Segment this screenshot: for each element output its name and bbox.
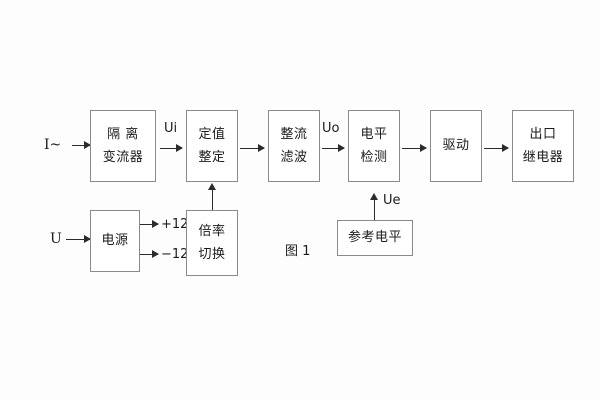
uo-signal-label: Uo xyxy=(322,121,340,136)
block-setting-line1: 定值 xyxy=(198,126,226,142)
voltage-input-line xyxy=(66,239,90,240)
block-ratio-switch-line1: 倍率 xyxy=(198,223,226,239)
block-drive-line1: 驱动 xyxy=(442,138,470,154)
ui-signal-label: Ui xyxy=(164,121,178,136)
uo-arrowhead xyxy=(338,144,345,152)
block-level-detect[interactable]: 电平 检测 xyxy=(348,110,400,182)
block-output-relay[interactable]: 出口 继电器 xyxy=(512,110,574,182)
reference-level-arrowhead xyxy=(370,193,378,200)
block-drive[interactable]: 驱动 xyxy=(430,110,482,182)
block-reference-level[interactable]: 参考电平 xyxy=(337,220,413,256)
block-power-supply-line1: 电源 xyxy=(101,233,129,249)
block-output-relay-line2: 继电器 xyxy=(522,149,564,165)
block-isolation-ct-line2: 变流器 xyxy=(102,149,144,165)
block-rectify-filter-line1: 整流 xyxy=(280,126,308,142)
block-rectify-filter-line2: 滤波 xyxy=(280,149,308,165)
block-rectify-filter[interactable]: 整流 滤波 xyxy=(268,110,320,182)
block-ratio-switch-line2: 切换 xyxy=(198,246,226,262)
ratio-switch-to-setting-arrowhead xyxy=(208,183,216,190)
block-ratio-switch[interactable]: 倍率 切换 xyxy=(186,210,238,276)
ue-signal-label: Ue xyxy=(383,193,401,208)
voltage-input-label: U xyxy=(50,231,62,247)
level-to-drive-arrowhead xyxy=(420,144,427,152)
block-reference-level-line1: 参考电平 xyxy=(347,230,402,246)
block-output-relay-line1: 出口 xyxy=(529,126,557,142)
reference-level-line xyxy=(374,199,375,220)
uo-line xyxy=(322,148,344,149)
rail-positive-line xyxy=(140,224,158,225)
voltage-input-arrowhead xyxy=(84,235,91,243)
block-setting-line2: 整定 xyxy=(198,149,226,165)
figure-caption: 图 1 xyxy=(285,244,311,259)
block-power-supply[interactable]: 电源 xyxy=(90,210,140,272)
rail-positive-arrowhead xyxy=(152,220,159,228)
block-isolation-ct-line1: 隔 离 xyxy=(107,126,139,142)
ui-arrowhead xyxy=(176,144,183,152)
current-input-arrowhead xyxy=(84,141,91,149)
block-isolation-ct[interactable]: 隔 离 变流器 xyxy=(90,110,156,182)
block-setting[interactable]: 定值 整定 xyxy=(186,110,238,182)
setting-to-rectify-arrowhead xyxy=(258,144,265,152)
drive-to-relay-line xyxy=(484,148,508,149)
rail-negative-arrowhead xyxy=(152,250,159,258)
drive-to-relay-arrowhead xyxy=(502,144,509,152)
ratio-switch-to-setting-line xyxy=(212,189,213,210)
setting-to-rectify-line xyxy=(240,148,264,149)
current-input-line xyxy=(72,145,90,146)
rail-negative-line xyxy=(140,254,158,255)
level-to-drive-line xyxy=(402,148,426,149)
block-level-detect-line2: 检测 xyxy=(360,149,388,165)
ui-line xyxy=(160,148,182,149)
current-input-label: I~ xyxy=(44,137,62,153)
block-level-detect-line1: 电平 xyxy=(360,126,388,142)
